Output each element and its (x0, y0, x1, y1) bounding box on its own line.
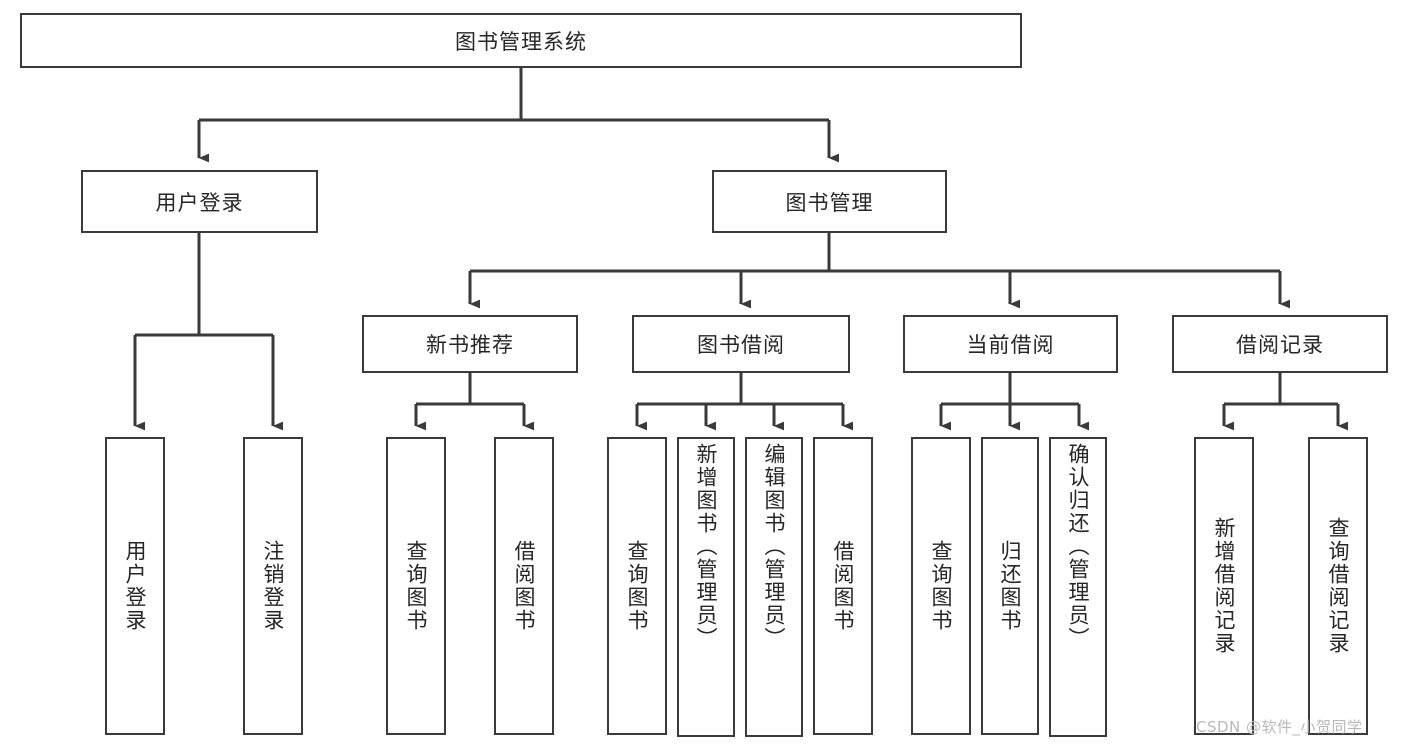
node-leaf-logout-login[interactable]: 注销登录 (243, 437, 303, 735)
node-user-login[interactable]: 用户登录 (81, 170, 318, 233)
node-leaf-query-book-1-label: 查询图书 (404, 540, 428, 632)
node-new-book-recommend[interactable]: 新书推荐 (362, 315, 578, 373)
node-user-login-label: 用户登录 (155, 190, 244, 215)
node-leaf-add-borrow-record-label: 新增借阅记录 (1212, 517, 1236, 655)
node-current-borrow[interactable]: 当前借阅 (903, 315, 1118, 373)
node-leaf-confirm-return-admin[interactable]: 确认归还（管理员） (1049, 437, 1107, 737)
node-root[interactable]: 图书管理系统 (20, 13, 1022, 68)
node-root-label: 图书管理系统 (455, 29, 587, 54)
node-new-book-recommend-label: 新书推荐 (426, 333, 514, 357)
node-leaf-query-borrow-record-label: 查询借阅记录 (1326, 517, 1350, 655)
node-leaf-query-book-3[interactable]: 查询图书 (911, 437, 971, 735)
node-book-management-label: 图书管理 (785, 190, 874, 215)
node-borrow-record[interactable]: 借阅记录 (1172, 315, 1388, 373)
node-leaf-add-borrow-record[interactable]: 新增借阅记录 (1194, 437, 1254, 735)
node-leaf-return-book[interactable]: 归还图书 (981, 437, 1039, 735)
node-leaf-user-login[interactable]: 用户登录 (105, 437, 165, 735)
node-leaf-query-borrow-record[interactable]: 查询借阅记录 (1308, 437, 1368, 735)
node-book-management[interactable]: 图书管理 (712, 170, 947, 233)
node-leaf-borrow-book-2-label: 借阅图书 (831, 540, 855, 632)
node-leaf-query-book-2-label: 查询图书 (625, 540, 649, 632)
node-leaf-confirm-return-admin-label: 确认归还（管理员） (1066, 443, 1090, 650)
node-leaf-return-book-label: 归还图书 (998, 540, 1022, 632)
node-book-borrow[interactable]: 图书借阅 (632, 315, 850, 373)
node-leaf-add-book-admin[interactable]: 新增图书（管理员） (677, 437, 735, 737)
node-leaf-borrow-book-1[interactable]: 借阅图书 (494, 437, 554, 735)
node-leaf-borrow-book-1-label: 借阅图书 (512, 540, 536, 632)
node-book-borrow-label: 图书借阅 (697, 333, 785, 357)
node-leaf-user-login-label: 用户登录 (123, 540, 147, 632)
node-borrow-record-label: 借阅记录 (1236, 333, 1324, 357)
node-leaf-borrow-book-2[interactable]: 借阅图书 (813, 437, 873, 735)
node-leaf-query-book-1[interactable]: 查询图书 (386, 437, 446, 735)
node-leaf-query-book-2[interactable]: 查询图书 (607, 437, 667, 735)
node-leaf-add-book-admin-label: 新增图书（管理员） (694, 443, 718, 650)
node-leaf-query-book-3-label: 查询图书 (929, 540, 953, 632)
watermark-text: CSDN @软件_小贺同学 (1196, 718, 1363, 736)
node-leaf-logout-login-label: 注销登录 (261, 540, 285, 632)
node-leaf-edit-book-admin-label: 编辑图书（管理员） (762, 443, 786, 650)
node-leaf-edit-book-admin[interactable]: 编辑图书（管理员） (745, 437, 803, 737)
node-current-borrow-label: 当前借阅 (966, 333, 1055, 357)
